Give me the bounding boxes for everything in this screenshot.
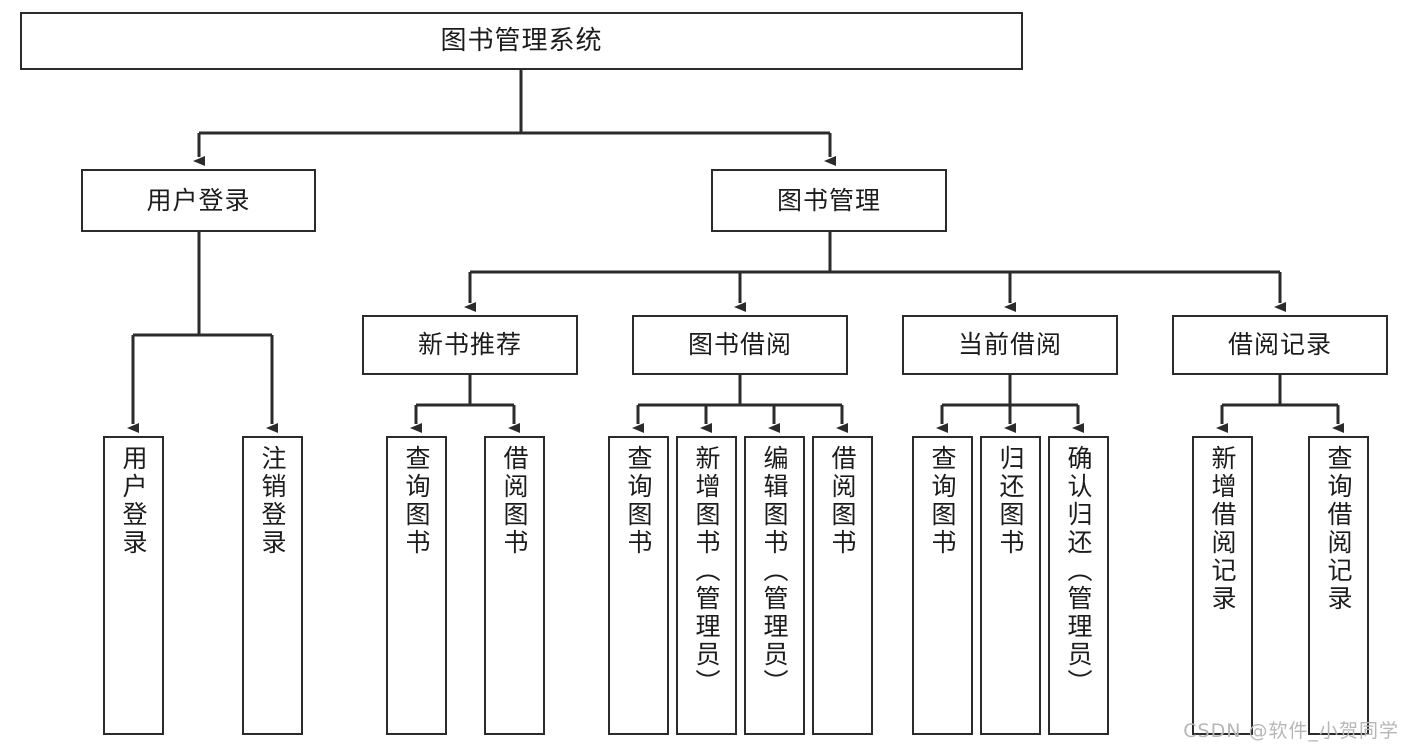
leaf-new-book-query-books[interactable]: 查询图书: [386, 436, 447, 735]
node-label: 查询图书: [624, 445, 653, 557]
node-label: 图书管理: [776, 185, 881, 215]
node-label: 查询图书: [928, 445, 957, 557]
leaf-borrow-record-add-record[interactable]: 新增借阅记录: [1192, 436, 1253, 735]
node-book-management[interactable]: 图书管理: [711, 169, 947, 232]
node-label: 新书推荐: [417, 330, 522, 360]
node-label: 编辑图书（管理员）: [760, 445, 789, 697]
node-book-borrowing[interactable]: 图书借阅: [632, 315, 848, 375]
node-label: 注销登录: [258, 445, 287, 557]
node-label: 新增借阅记录: [1208, 445, 1237, 613]
leaf-book-borrow-edit-book-admin[interactable]: 编辑图书（管理员）: [744, 436, 805, 735]
node-label: 新增图书（管理员）: [692, 445, 721, 697]
node-label: 借阅记录: [1227, 330, 1332, 360]
node-new-book-recommendation[interactable]: 新书推荐: [362, 315, 578, 375]
leaf-borrow-record-query-record[interactable]: 查询借阅记录: [1308, 436, 1369, 735]
csdn-watermark: CSDN @软件_小贺同学: [1183, 720, 1399, 742]
leaf-user-login-signout[interactable]: 注销登录: [242, 436, 303, 735]
node-label: 查询图书: [402, 445, 431, 557]
node-label: 借阅图书: [828, 445, 857, 557]
leaf-book-borrow-add-book-admin[interactable]: 新增图书（管理员）: [676, 436, 737, 735]
leaf-book-borrow-borrow-books[interactable]: 借阅图书: [812, 436, 873, 735]
node-borrowing-record[interactable]: 借阅记录: [1172, 315, 1388, 375]
node-label: 借阅图书: [500, 445, 529, 557]
node-label: 用户登录: [119, 445, 148, 557]
leaf-book-borrow-query-books[interactable]: 查询图书: [608, 436, 669, 735]
node-label: 确认归还（管理员）: [1064, 445, 1093, 697]
node-label: 用户登录: [146, 185, 251, 215]
node-label: 图书管理系统: [440, 25, 603, 56]
node-root-book-management-system[interactable]: 图书管理系统: [20, 12, 1023, 70]
node-label: 当前借阅: [957, 330, 1062, 360]
node-label: 查询借阅记录: [1324, 445, 1353, 613]
leaf-current-borrow-confirm-return-admin[interactable]: 确认归还（管理员）: [1048, 436, 1109, 735]
leaf-new-book-borrow-books[interactable]: 借阅图书: [484, 436, 545, 735]
node-label: 图书借阅: [687, 330, 792, 360]
leaf-current-borrow-return-books[interactable]: 归还图书: [980, 436, 1041, 735]
node-label: 归还图书: [996, 445, 1025, 557]
leaf-user-login-signin[interactable]: 用户登录: [103, 436, 164, 735]
node-current-borrowing[interactable]: 当前借阅: [902, 315, 1118, 375]
leaf-current-borrow-query-books[interactable]: 查询图书: [912, 436, 973, 735]
node-user-login[interactable]: 用户登录: [81, 169, 316, 232]
